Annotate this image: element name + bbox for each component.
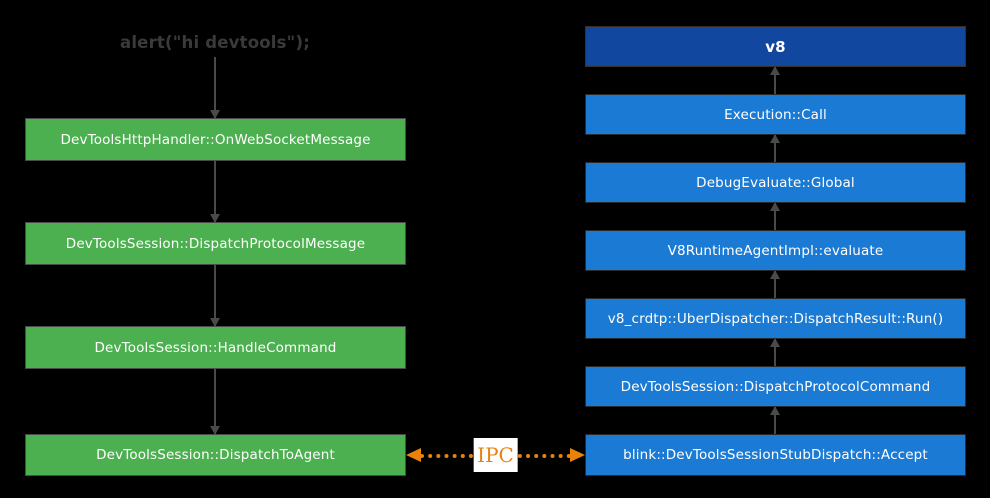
connector-shaft	[774, 67, 776, 95]
node-label: v8	[765, 37, 786, 56]
arrowhead-up-icon	[770, 270, 780, 279]
node-label: DevToolsSession::DispatchProtocolCommand	[620, 378, 931, 395]
ipc-link: IPC	[406, 438, 585, 472]
connector-node-2-to-v8	[768, 66, 782, 95]
arrowhead-up-icon	[770, 66, 780, 75]
connector-node-7-to-node-6	[768, 406, 782, 435]
node-label: v8_crdtp::UberDispatcher::DispatchResult…	[607, 310, 944, 327]
renderer-node-dispatch-protocol-command[interactable]: DevToolsSession::DispatchProtocolCommand	[585, 366, 966, 407]
node-label: DevToolsSession::DispatchToAgent	[96, 447, 335, 463]
renderer-node-devtools-session-stub-dispatch-accept[interactable]: blink::DevToolsSessionStubDispatch::Acce…	[585, 434, 966, 476]
connector-shaft	[774, 407, 776, 435]
connector-node-5-to-node-4	[768, 270, 782, 299]
connector-shaft	[214, 368, 216, 434]
connector-shaft	[774, 339, 776, 367]
connector-shaft	[774, 271, 776, 299]
connector-node-4-to-node-3	[768, 202, 782, 231]
connector-title-to-node-1	[208, 57, 222, 119]
arrowhead-left-icon	[406, 448, 421, 462]
renderer-node-execution-call[interactable]: Execution::Call	[585, 94, 966, 135]
ipc-label: IPC	[473, 438, 518, 472]
connector-node-2-to-node-3	[208, 264, 222, 327]
connector-node-1-to-node-2	[208, 160, 222, 223]
arrowhead-up-icon	[770, 338, 780, 347]
connector-node-3-to-node-2	[768, 134, 782, 163]
node-label: DevToolsSession::DispatchProtocolMessage	[65, 235, 366, 252]
browser-node-on-web-socket-message[interactable]: DevToolsHttpHandler::OnWebSocketMessage	[25, 118, 406, 161]
node-label: blink::DevToolsSessionStubDispatch::Acce…	[623, 447, 928, 463]
arrowhead-right-icon	[570, 448, 585, 462]
node-label: DebugEvaluate::Global	[696, 174, 855, 191]
page-title: alert("hi devtools");	[119, 33, 311, 52]
arrowhead-up-icon	[770, 202, 780, 211]
browser-node-handle-command[interactable]: DevToolsSession::HandleCommand	[25, 326, 406, 369]
node-label: DevToolsSession::HandleCommand	[94, 339, 337, 356]
connector-node-3-to-node-4	[208, 368, 222, 435]
renderer-node-uber-dispatcher-dispatch-result-run[interactable]: v8_crdtp::UberDispatcher::DispatchResult…	[585, 298, 966, 339]
node-label: V8RuntimeAgentImpl::evaluate	[667, 242, 884, 259]
browser-node-dispatch-to-agent[interactable]: DevToolsSession::DispatchToAgent	[25, 434, 406, 476]
connector-shaft	[774, 135, 776, 163]
arrowhead-up-icon	[770, 134, 780, 143]
renderer-node-debug-evaluate-global[interactable]: DebugEvaluate::Global	[585, 162, 966, 203]
connector-shaft	[214, 57, 216, 118]
renderer-node-v8[interactable]: v8	[585, 26, 966, 67]
arrowhead-up-icon	[770, 406, 780, 415]
renderer-node-v8-runtime-agent-impl-evaluate[interactable]: V8RuntimeAgentImpl::evaluate	[585, 230, 966, 271]
connector-node-6-to-node-5	[768, 338, 782, 367]
node-label: DevToolsHttpHandler::OnWebSocketMessage	[60, 131, 371, 148]
connector-shaft	[214, 160, 216, 222]
connector-shaft	[214, 264, 216, 326]
connector-shaft	[774, 203, 776, 231]
node-label: Execution::Call	[724, 106, 827, 123]
browser-node-dispatch-protocol-message[interactable]: DevToolsSession::DispatchProtocolMessage	[25, 222, 406, 265]
